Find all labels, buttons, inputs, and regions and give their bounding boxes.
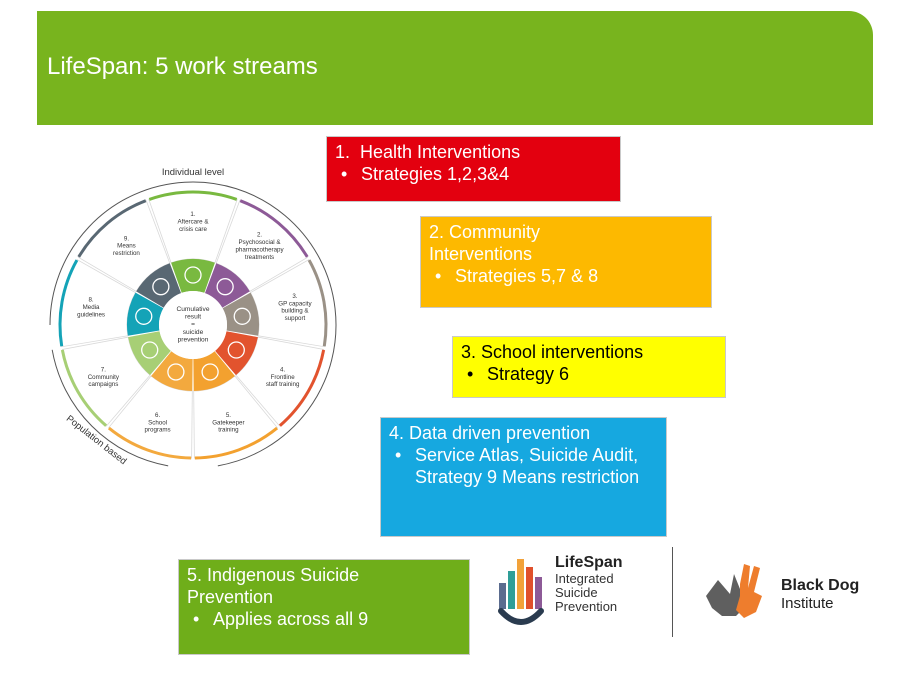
lifespan-mark-icon (498, 559, 544, 625)
black-dog-logo-name: Black Dog (781, 577, 860, 594)
lifespan-logo: LifeSpan Integrated Suicide Prevention (497, 553, 657, 633)
title-banner: LifeSpan: 5 work streams (37, 11, 873, 125)
segment-icon (227, 341, 245, 359)
wheel-inner-segment (193, 351, 235, 391)
wheel-inner-segment (215, 331, 258, 376)
wheel-segment-rim (307, 259, 328, 347)
box-item: Strategy 6 (461, 363, 717, 385)
lifespan-logo-line: Integrated (555, 571, 614, 586)
box-title: 4. Data driven prevention (389, 423, 591, 443)
wheel-guide-arc (49, 181, 337, 467)
segment-icon (216, 278, 234, 296)
lifespan-logo-line: Prevention (555, 599, 618, 614)
box-item: Service Atlas, Suicide Audit, Strategy 9… (389, 444, 658, 488)
box-community-interventions: 2. Community Interventions Strategies 5,… (420, 216, 712, 308)
wheel-center (159, 291, 227, 359)
segment-icon (184, 266, 202, 284)
wheel-segment-label: 1.Aftercare &crisis care (178, 211, 210, 233)
wheel-inner-segment (136, 263, 182, 308)
box-item: Strategies 5,7 & 8 (429, 265, 703, 287)
box-data-driven-prevention: 4. Data driven prevention Service Atlas,… (380, 417, 667, 537)
wheel-segment-rim (239, 199, 309, 258)
box-school-interventions: 3. School interventions Strategy 6 (452, 336, 726, 398)
logo-divider (672, 547, 673, 637)
wheel-segment-rim (60, 349, 108, 427)
page-title: LifeSpan: 5 work streams (47, 53, 318, 80)
box-title: 2. Community Interventions (429, 222, 541, 264)
wheel-segment-rim (278, 349, 326, 427)
wheel-inner-segment (171, 259, 215, 293)
wheel-guide-arc (51, 349, 169, 467)
box-title: 5. Indigenous Suicide Prevention (187, 565, 360, 607)
segment-icon (141, 341, 159, 359)
lifespan-logo-line: Suicide (555, 585, 598, 600)
wheel-segment-rim (148, 190, 238, 201)
box-item: Applies across all 9 (187, 608, 461, 630)
segment-icon (233, 307, 251, 325)
wheel-segment-rim (77, 199, 147, 258)
black-dog-logo-line: Institute (781, 595, 834, 612)
box-item: Strategies 1,2,3&4 (335, 163, 612, 185)
segment-icon (152, 278, 170, 296)
wheel-segment-rim (107, 426, 192, 460)
wheel-inner-segment (222, 292, 259, 336)
box-title: 1. Health Interventions (335, 142, 521, 162)
lifespan-wheel-diagram: 1.Aftercare &crisis care 2.Psychosocial &… (49, 167, 337, 467)
box-health-interventions: 1. Health Interventions Strategies 1,2,3… (326, 136, 621, 202)
black-dog-logo: Black Dog Institute (700, 560, 880, 630)
wheel-inner-segment (127, 292, 164, 336)
box-indigenous-suicide-prevention: 5. Indigenous Suicide Prevention Applies… (178, 559, 470, 655)
wheel-top-label: Individual level (162, 167, 224, 178)
wheel-inner-segment (151, 351, 193, 391)
box-title: 3. School interventions (461, 342, 644, 362)
wheel-inner-segment (204, 263, 250, 308)
wheel-segment-rim (194, 426, 279, 460)
wheel-inner-segment (128, 331, 171, 376)
segment-icon (167, 363, 185, 381)
segment-icon (201, 363, 219, 381)
segment-icon (135, 307, 153, 325)
wheel-segment-rim (58, 259, 79, 347)
lifespan-logo-name: LifeSpan (555, 554, 623, 571)
black-dog-hand-icon (706, 564, 762, 618)
